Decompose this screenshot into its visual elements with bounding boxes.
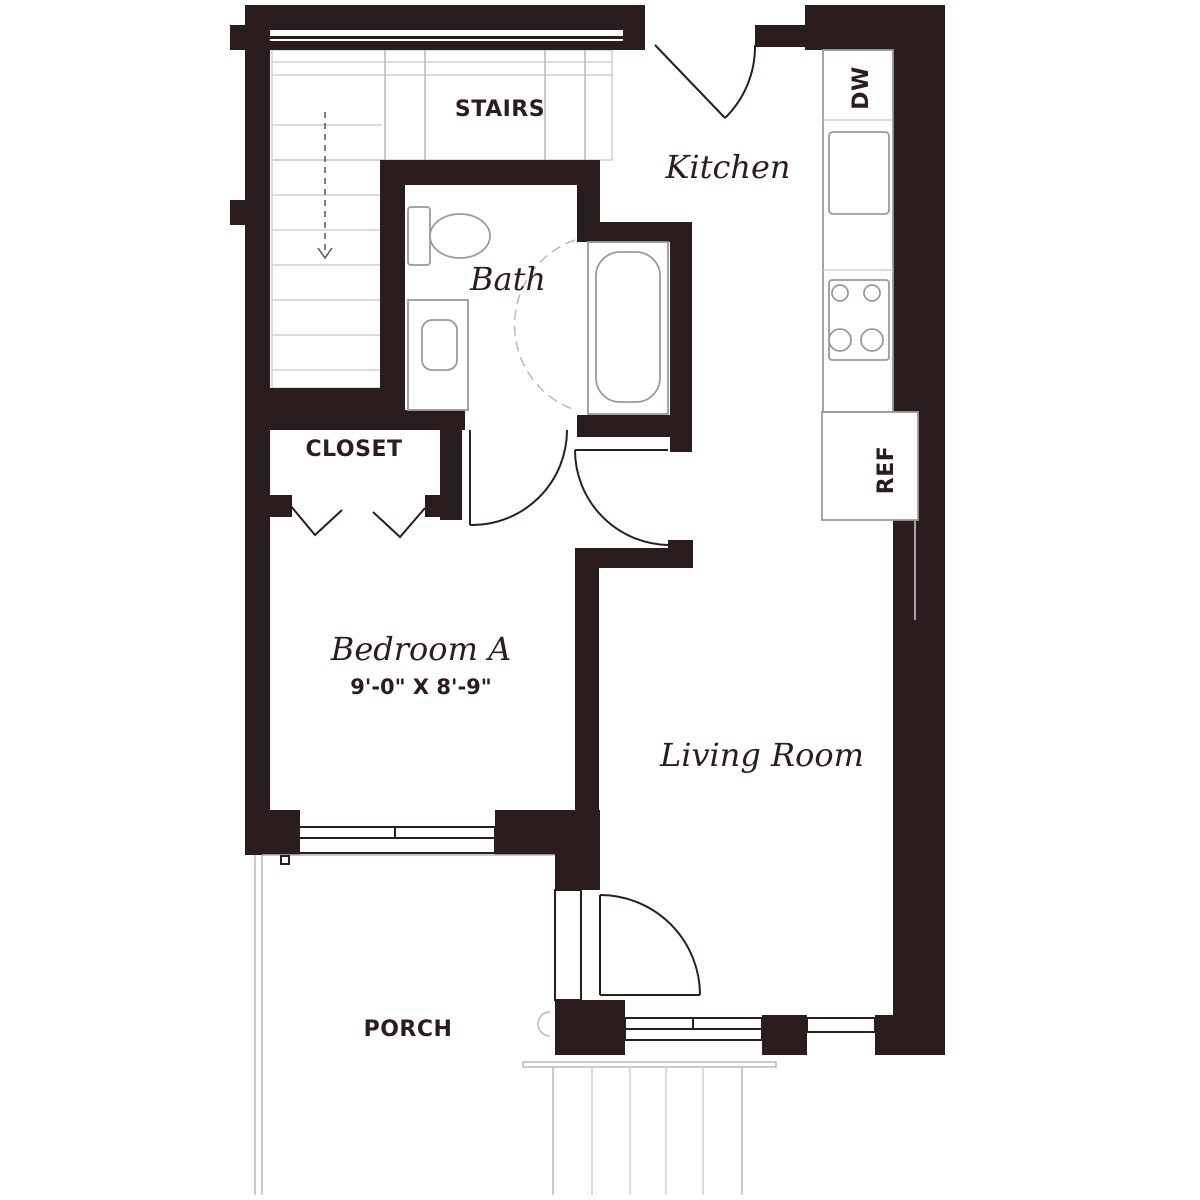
refrigerator-label: REF: [874, 446, 899, 495]
bath-label: Bath: [469, 260, 546, 298]
porch-label: PORCH: [364, 1017, 453, 1042]
closet-label: CLOSET: [306, 437, 403, 462]
doors: [289, 44, 757, 996]
living-room-label: Living Room: [659, 736, 864, 774]
bath-fixtures: [407, 206, 669, 415]
kitchen-counters: [821, 49, 919, 521]
bedroom-dimensions: 9'-0" X 8'-9": [350, 675, 491, 699]
porch-structure: [254, 854, 777, 1195]
stairs-label: STAIRS: [455, 97, 545, 122]
walls: [230, 5, 945, 1055]
dishwasher-label: DW: [849, 66, 874, 110]
bedroom-label: Bedroom A: [330, 630, 511, 668]
kitchen-label: Kitchen: [664, 148, 790, 186]
